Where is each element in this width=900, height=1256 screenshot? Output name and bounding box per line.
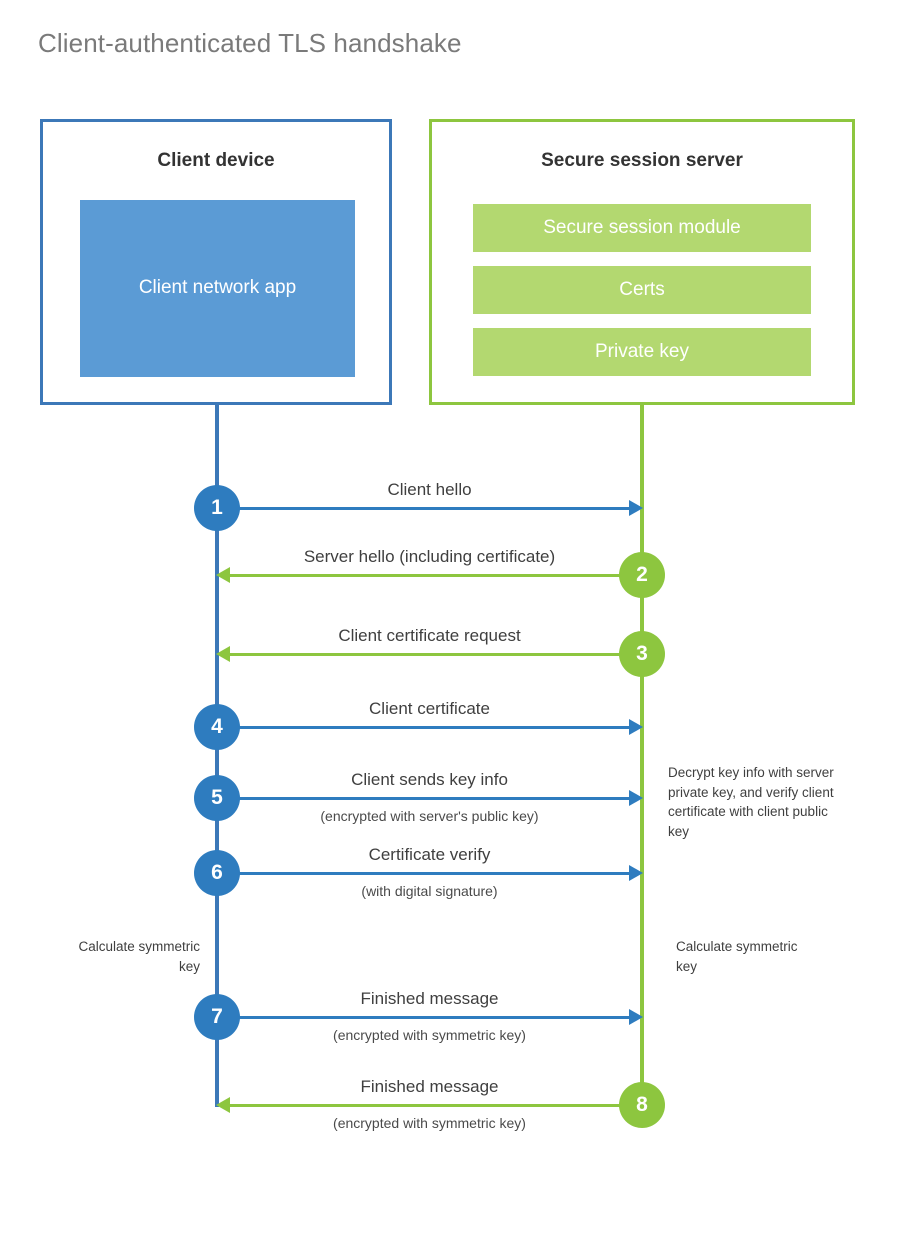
step-circle-1[interactable]: 1 bbox=[194, 485, 240, 531]
message-label-4: Client certificate bbox=[369, 699, 490, 718]
message-label-1: Client hello bbox=[387, 480, 472, 499]
message-label-5: Client sends key info bbox=[351, 770, 508, 789]
page-title: Client-authenticated TLS handshake bbox=[38, 28, 462, 58]
client-device-box: Client device Client network app bbox=[40, 119, 392, 405]
message-label-2: Server hello (including certificate) bbox=[303, 547, 556, 566]
message-label-3: Client certificate request bbox=[338, 626, 521, 645]
message-sublabel-7: (encrypted with symmetric key) bbox=[333, 1027, 526, 1043]
server-lifeline bbox=[640, 405, 644, 1107]
secure-session-server-box: Secure session server Secure session mod… bbox=[429, 119, 855, 405]
secure-session-module-component: Secure session module bbox=[473, 204, 811, 252]
message-label-7: Finished message bbox=[360, 989, 499, 1008]
message-label-6: Certificate verify bbox=[368, 845, 491, 864]
secure-session-server-title: Secure session server bbox=[541, 150, 743, 171]
step-circle-8[interactable]: 8 bbox=[619, 1082, 665, 1128]
step-circle-6[interactable]: 6 bbox=[194, 850, 240, 896]
step-circle-4[interactable]: 4 bbox=[194, 704, 240, 750]
client-lifeline bbox=[215, 405, 219, 1107]
client-network-app-component: Client network app bbox=[80, 200, 355, 377]
message-sublabel-8: (encrypted with symmetric key) bbox=[333, 1115, 526, 1131]
certs-component: Certs bbox=[473, 266, 811, 314]
message-sublabel-6: (with digital signature) bbox=[361, 883, 498, 899]
step-circle-5[interactable]: 5 bbox=[194, 775, 240, 821]
message-label-8: Finished message bbox=[360, 1077, 499, 1096]
private-key-component: Private key bbox=[473, 328, 811, 376]
server-decrypt-note: Decrypt key info with server private key… bbox=[668, 765, 834, 839]
client-device-title: Client device bbox=[157, 150, 275, 171]
step-circle-3[interactable]: 3 bbox=[619, 631, 665, 677]
step-circle-2[interactable]: 2 bbox=[619, 552, 665, 598]
step-circle-7[interactable]: 7 bbox=[194, 994, 240, 1040]
client-calculate-symmetric-key-note: Calculate symmetric key bbox=[78, 939, 200, 974]
server-calculate-symmetric-key-note: Calculate symmetric key bbox=[676, 939, 798, 974]
message-sublabel-5: (encrypted with server's public key) bbox=[320, 808, 539, 824]
